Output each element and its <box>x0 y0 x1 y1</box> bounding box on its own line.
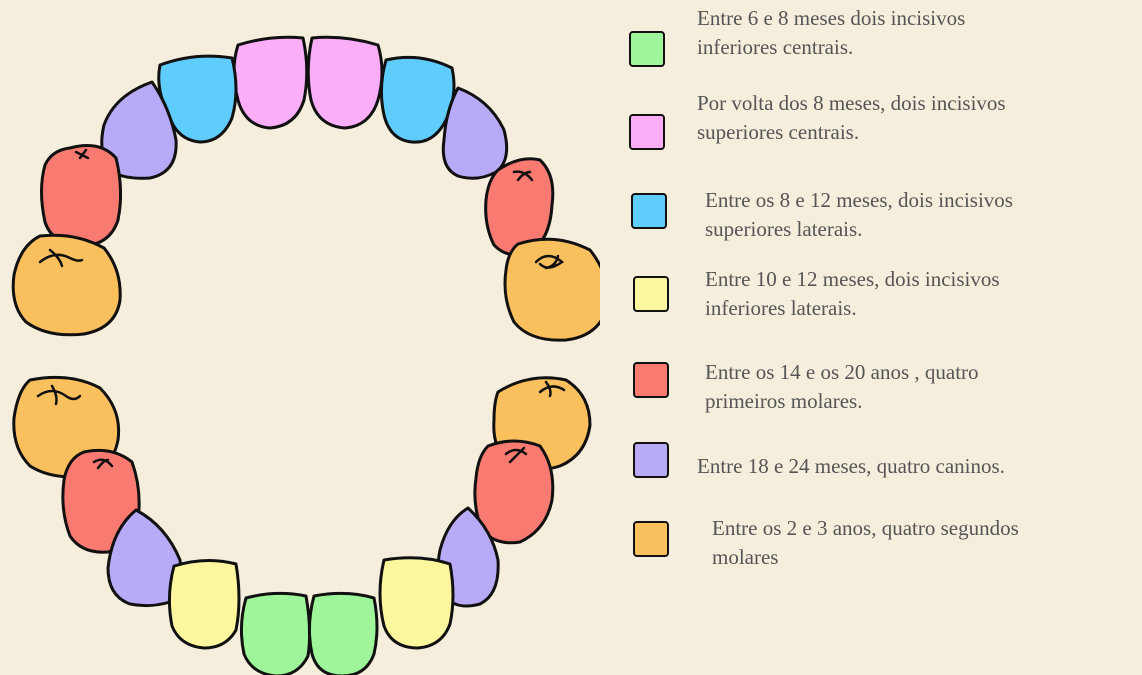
tooth-upper-left-canine <box>100 80 178 180</box>
teeth-diagram <box>11 35 600 675</box>
tooth-upper-right-second-molar <box>503 237 600 342</box>
legend-swatch-lower-lateral-incisors <box>633 276 669 312</box>
tooth-upper-left-central-incisor <box>232 35 309 130</box>
legend-swatch-canines <box>633 442 669 478</box>
tooth-lower-right-central-incisor <box>307 591 379 675</box>
tooth-upper-right-lateral-incisor <box>379 55 456 144</box>
legend-swatch-lower-central-incisors <box>629 31 665 67</box>
tooth-lower-left-lateral-incisor <box>167 559 241 650</box>
tooth-upper-right-canine <box>441 86 509 180</box>
tooth-upper-left-first-molar <box>40 144 123 248</box>
legend-swatch-second-molars <box>633 521 669 557</box>
legend-swatch-upper-lateral-incisors <box>631 193 667 229</box>
tooth-upper-left-second-molar <box>11 233 122 337</box>
legend-text-canines: Entre 18 e 24 meses, quatro caninos. <box>697 454 1005 478</box>
legend-swatch-upper-central-incisors <box>629 114 665 150</box>
tooth-upper-right-central-incisor <box>306 35 384 130</box>
tooth-lower-right-lateral-incisor <box>378 556 455 650</box>
tooth-lower-left-central-incisor <box>239 591 312 675</box>
legend-swatch-first-molars <box>633 362 669 398</box>
tooth-lower-right-first-molar <box>473 439 555 545</box>
tooth-lower-left-canine <box>106 508 183 608</box>
